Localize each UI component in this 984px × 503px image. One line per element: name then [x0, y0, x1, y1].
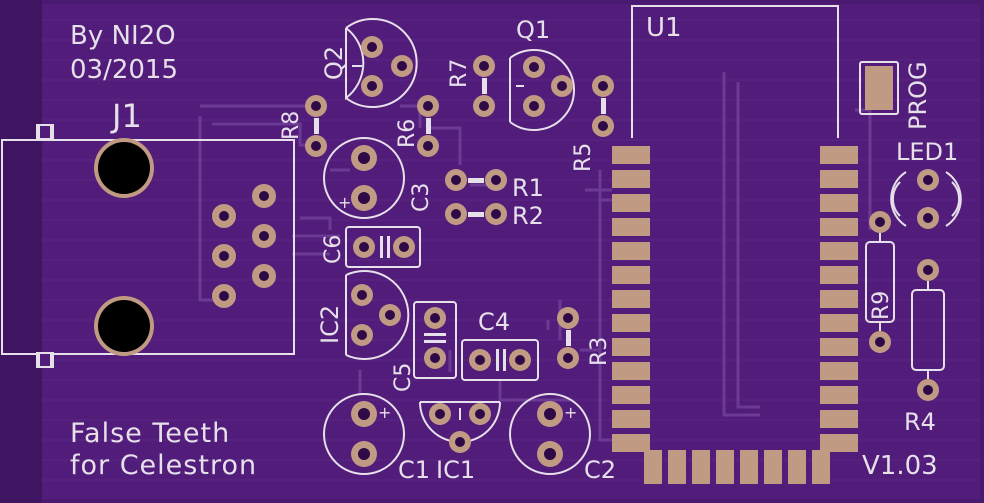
- q2-transistor: Q2: [320, 18, 418, 108]
- u1-left-pads: [612, 146, 650, 452]
- label-c6: C6: [321, 235, 346, 264]
- q1-transistor: Q1: [509, 16, 575, 131]
- label-c2: C2: [584, 456, 616, 484]
- board-left-edge: [0, 0, 42, 503]
- title-line-2: for Celestron: [70, 450, 257, 481]
- u1-module: U1: [612, 5, 858, 484]
- label-r4: R4: [904, 408, 936, 436]
- c2-plus: +: [564, 403, 577, 422]
- c4-capacitor: C4: [461, 308, 539, 381]
- label-r8: R8: [279, 111, 304, 140]
- c6-capacitor: C6: [321, 226, 421, 268]
- label-ic1: IC1: [436, 456, 475, 484]
- r6-resistor: R6: [395, 95, 439, 157]
- r5-resistor: R5: [571, 75, 614, 172]
- c3-plus: +: [338, 193, 351, 212]
- j1-connector: [1, 124, 295, 368]
- r4-resistor: R4: [904, 259, 945, 436]
- r2-resistor: R2: [445, 202, 544, 230]
- j1-pins: [212, 184, 276, 308]
- author-text: By NI2O: [70, 21, 176, 51]
- c2-capacitor: + C2: [509, 393, 616, 484]
- label-led1: LED1: [896, 138, 958, 166]
- label-r2: R2: [512, 202, 544, 230]
- label-r9: R9: [869, 291, 894, 320]
- label-r5: R5: [571, 143, 596, 172]
- r7-resistor: R7: [447, 55, 495, 117]
- label-c4: C4: [478, 308, 510, 336]
- label-r1: R1: [512, 174, 544, 202]
- label-u1: U1: [646, 13, 682, 43]
- label-r7: R7: [447, 59, 472, 88]
- prog-jumper: PROG: [859, 61, 932, 130]
- ic1-regulator: IC1: [419, 401, 501, 484]
- u1-bottom-pads: [644, 450, 830, 484]
- label-q1: Q1: [516, 16, 550, 44]
- u1-right-pads: [820, 146, 858, 452]
- c5-capacitor: C5: [391, 301, 457, 392]
- ic2-regulator: IC2: [316, 270, 410, 360]
- label-c1: C1: [398, 456, 430, 484]
- label-r3: R3: [587, 337, 612, 366]
- label-ic2: IC2: [316, 305, 344, 344]
- label-j1: J1: [110, 97, 142, 135]
- c3-capacitor: + C3: [323, 137, 434, 219]
- c1-capacitor: + C1: [323, 393, 430, 484]
- led1: LED1: [890, 138, 962, 229]
- label-r6: R6: [395, 119, 420, 148]
- r3-resistor: R3: [557, 307, 612, 369]
- label-prog: PROG: [904, 61, 932, 130]
- label-c5: C5: [391, 363, 416, 392]
- date-text: 03/2015: [70, 55, 178, 85]
- c1-plus: +: [378, 403, 391, 422]
- r9-resistor: R9: [865, 211, 895, 353]
- label-q2: Q2: [320, 46, 348, 80]
- label-c3: C3: [409, 183, 434, 212]
- r1-resistor: R1: [445, 169, 544, 202]
- r8-resistor: R8: [279, 95, 327, 157]
- version-text: V1.03: [862, 451, 938, 481]
- title-line-1: False Teeth: [70, 418, 230, 449]
